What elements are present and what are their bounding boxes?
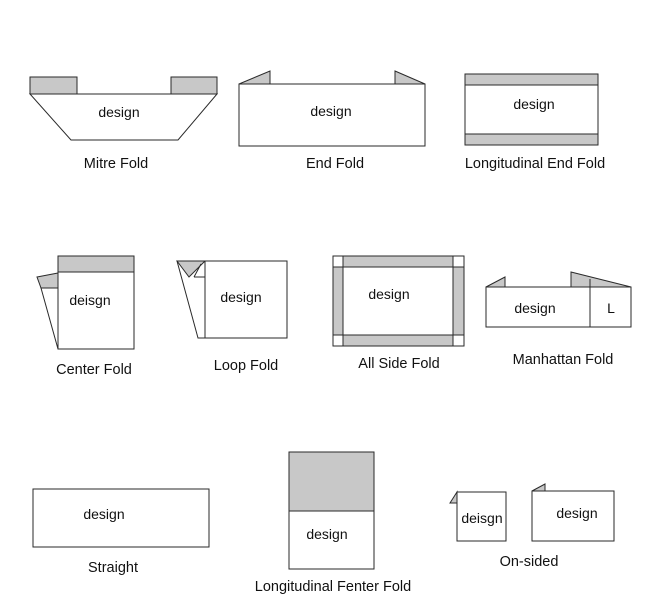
center-fold-back-flap bbox=[36, 272, 59, 289]
center-fold-caption: Center Fold bbox=[56, 362, 132, 378]
mitre-fold-panel bbox=[28, 93, 219, 141]
longitudinal-end-fold-caption: Longitudinal End Fold bbox=[465, 156, 605, 172]
all-side-fold-top-flap bbox=[342, 255, 454, 268]
all-side-fold-bottom-flap bbox=[342, 334, 454, 347]
all-side-fold-left-flap bbox=[332, 266, 344, 336]
longitudinal-end-fold-label: design bbox=[513, 96, 554, 112]
manhattan-fold: design L Manhattan Fold bbox=[485, 271, 632, 368]
center-fold-side-flap bbox=[40, 287, 59, 350]
straight-panel bbox=[32, 488, 210, 548]
manhattan-fold-middle-flap bbox=[570, 271, 632, 288]
manhattan-fold-left-flap bbox=[485, 276, 506, 288]
loop-fold-label: design bbox=[220, 289, 261, 305]
mitre-fold-label: design bbox=[98, 104, 139, 120]
on-sided-left-label: deisgn bbox=[461, 510, 502, 526]
longitudinal-end-fold-top-flap bbox=[464, 73, 599, 86]
on-sided-right-panel bbox=[531, 490, 615, 542]
end-fold-label: design bbox=[310, 103, 351, 119]
straight-caption: Straight bbox=[88, 560, 138, 576]
on-sided-right-corner-flap bbox=[531, 483, 546, 492]
on-sided: deisgn design On-sided bbox=[449, 483, 615, 570]
manhattan-fold-end-panel bbox=[589, 286, 632, 328]
end-fold-left-flap bbox=[238, 70, 271, 85]
mitre-fold-right-flap bbox=[170, 76, 218, 95]
straight: design Straight bbox=[32, 488, 210, 576]
mitre-fold: design Mitre Fold bbox=[28, 76, 219, 172]
manhattan-fold-end-label: L bbox=[607, 300, 615, 316]
loop-fold-top-flap bbox=[176, 260, 207, 278]
mitre-fold-left-flap bbox=[29, 76, 78, 95]
end-fold-caption: End Fold bbox=[306, 156, 364, 172]
longitudinal-fenter-fold-panel bbox=[288, 510, 375, 570]
end-fold-panel bbox=[238, 83, 426, 147]
manhattan-fold-label: design bbox=[514, 300, 555, 316]
center-fold: deisgn Center Fold bbox=[36, 255, 135, 378]
loop-fold-flap-edge bbox=[193, 263, 205, 278]
longitudinal-fenter-fold-label: design bbox=[306, 526, 347, 542]
loop-fold-caption: Loop Fold bbox=[214, 358, 279, 374]
end-fold: design End Fold bbox=[238, 70, 426, 172]
manhattan-fold-caption: Manhattan Fold bbox=[513, 352, 614, 368]
longitudinal-fenter-fold-caption: Longitudinal Fenter Fold bbox=[255, 579, 411, 595]
on-sided-left-corner-flap bbox=[449, 490, 458, 504]
longitudinal-fenter-fold-top-flap bbox=[288, 451, 375, 512]
all-side-fold-label: design bbox=[368, 286, 409, 302]
on-sided-right-label: design bbox=[556, 505, 597, 521]
all-side-fold-caption: All Side Fold bbox=[358, 356, 439, 372]
loop-fold: design Loop Fold bbox=[176, 260, 288, 374]
all-side-fold: design All Side Fold bbox=[332, 255, 465, 372]
on-sided-left-panel bbox=[456, 491, 507, 542]
on-sided-caption: On-sided bbox=[500, 554, 559, 570]
center-fold-top-flap bbox=[57, 255, 135, 273]
longitudinal-end-fold-bottom-flap bbox=[464, 133, 599, 146]
loop-fold-panel bbox=[204, 260, 288, 339]
center-fold-label: deisgn bbox=[69, 292, 110, 308]
mitre-fold-caption: Mitre Fold bbox=[84, 156, 148, 172]
longitudinal-end-fold: design Longitudinal End Fold bbox=[464, 73, 605, 172]
all-side-fold-right-flap bbox=[452, 266, 465, 336]
straight-label: design bbox=[83, 506, 124, 522]
end-fold-right-flap bbox=[394, 70, 426, 85]
longitudinal-fenter-fold: design Longitudinal Fenter Fold bbox=[255, 451, 411, 595]
